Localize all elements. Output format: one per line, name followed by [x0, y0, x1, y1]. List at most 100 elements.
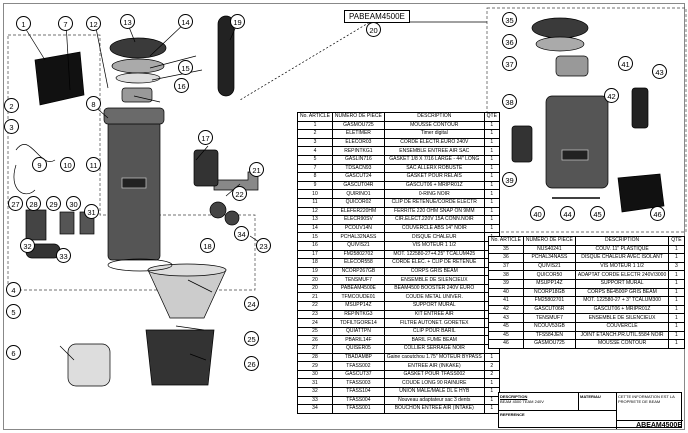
cell-description: GASKET POUR RELAIS — [383, 172, 485, 182]
balloon-12: 12 — [86, 16, 101, 31]
balloon-26: 26 — [244, 356, 259, 371]
title-block-description: DESCRIPTION BEAM 4500 TEAM 240V — [499, 393, 579, 411]
cell-part-number: REPINTKG1 — [331, 146, 385, 156]
balloon-22: 22 — [232, 186, 247, 201]
cell-description: FERRITE 220 OHM SNAP ON 9MM — [383, 206, 485, 217]
cell-qty: 1 — [483, 172, 500, 182]
cell-part-number: FM25802701 — [522, 296, 576, 306]
cell-article: 24 — [297, 318, 333, 328]
cell-description: Gaine caoutchou 1.75" MOTEUR BYPASS — [383, 352, 485, 363]
cell-description: VIS MOTEUR 1 1/2 — [383, 240, 485, 251]
cell-article: 11 — [297, 197, 333, 208]
cell-qty: 1 — [483, 180, 500, 191]
cell-article: 4 — [297, 146, 333, 156]
cell-article: 35 — [488, 244, 524, 255]
description-label: DESCRIPTION — [500, 394, 528, 399]
cell-article: 9 — [297, 180, 333, 191]
cell-part-number: PCOUV14N — [331, 223, 385, 234]
cell-qty: 1 — [483, 223, 500, 234]
balloon-36: 36 — [502, 34, 517, 49]
cell-part-number: TFASS004 — [331, 395, 385, 406]
cell-part-number: PABEAM4500E — [331, 283, 385, 294]
cell-part-number: ELECOR558 — [331, 258, 385, 268]
cell-qty: 1 — [668, 253, 685, 263]
cell-qty: 1 — [668, 244, 685, 255]
cell-qty: 1 — [483, 215, 500, 225]
cell-description: 0-RING NOIR — [383, 189, 485, 199]
balloon-25: 25 — [244, 331, 259, 346]
balloon-4: 4 — [6, 282, 21, 297]
balloon-30: 30 — [66, 196, 81, 211]
cell-description: MOUSSE CONTOUR — [383, 120, 485, 131]
cell-article: 20 — [297, 275, 333, 285]
cell-article: 26 — [297, 335, 333, 346]
balloon-43: 43 — [652, 64, 667, 79]
balloon-44: 44 — [560, 206, 575, 221]
cell-article: 39 — [488, 278, 524, 289]
cell-description: BARIL FUME BEAM — [383, 335, 485, 346]
cell-description: CORDE ELECTR.EURO 240V — [383, 137, 485, 148]
cell-article: 41 — [488, 296, 524, 306]
cell-qty: 1 — [668, 270, 685, 280]
cell-qty: 2 — [483, 369, 500, 380]
cell-qty: 1 — [668, 287, 685, 298]
cell-part-number: GASCUT24 — [331, 172, 385, 182]
cell-qty: 1 — [483, 189, 500, 199]
balloon-20: 20 — [366, 22, 381, 37]
cell-part-number: GASMOU725 — [331, 120, 385, 131]
cell-qty: 1 — [483, 146, 500, 156]
cell-article: 42 — [488, 304, 524, 315]
cell-part-number: MSUPP14Z — [331, 301, 385, 311]
cell-description: SUPPORT MURAL — [574, 278, 670, 289]
balloon-32: 32 — [20, 238, 35, 253]
balloon-14: 14 — [178, 14, 193, 29]
cell-description: MOT. 122580-27+4.25" TCALUM425 — [383, 249, 485, 260]
cell-article: 29 — [297, 361, 333, 371]
cell-description: JOINT ETANCH.PR.UTIL.5584 NOIR — [574, 330, 670, 341]
cell-article: 7 — [297, 163, 333, 174]
balloon-9: 9 — [32, 157, 47, 172]
col-qty: QTE — [483, 112, 500, 122]
balloon-40: 40 — [530, 206, 545, 221]
cell-article: 14 — [297, 223, 333, 234]
cell-qty: 1 — [483, 378, 500, 388]
balloon-38: 38 — [502, 94, 517, 109]
reference-label: REFERENCE — [500, 412, 525, 417]
cell-description: VIS MOTEUR 1 1/2 — [574, 261, 670, 272]
cell-part-number: QUIATTPN — [331, 326, 385, 337]
balloon-1: 1 — [16, 16, 31, 31]
cell-description: GASKET 1/8 X 7/16 LARGE - 44" LONG — [383, 154, 485, 165]
cell-article: 16 — [297, 240, 333, 251]
cell-description: COLLIER SERRAGE NOIR — [383, 344, 485, 354]
cell-qty: 1 — [483, 137, 500, 148]
cell-part-number: TFASS002 — [331, 361, 385, 371]
cell-article: 27 — [297, 344, 333, 354]
cell-part-number: REPINTKG3 — [331, 309, 385, 320]
cell-description: SUPPORT MURAL — [383, 301, 485, 311]
cell-description: Timer digital — [383, 129, 485, 139]
col-description: DESCRIPTION — [574, 236, 670, 246]
balloon-3: 3 — [4, 119, 19, 134]
cell-qty: 1 — [483, 154, 500, 165]
cell-qty: 1 — [668, 321, 685, 332]
cell-description: Nouveau adaptateur sac 3 dents — [383, 395, 485, 406]
cell-article: 33 — [297, 395, 333, 406]
col-part-number: NUMERO DE PIECE — [331, 112, 385, 122]
cell-description: ENSEMBLE DE SILENCIEUX — [383, 275, 485, 285]
